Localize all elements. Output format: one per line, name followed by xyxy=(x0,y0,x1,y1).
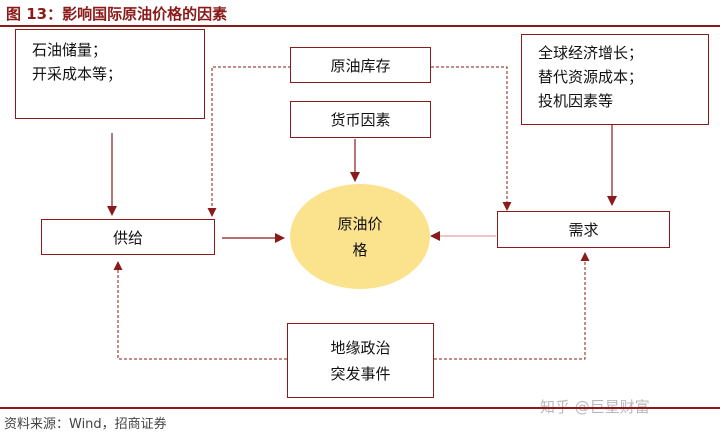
supply-factor-reserves: 石油储量； xyxy=(32,41,108,59)
currency-label: 货币因素 xyxy=(330,111,391,129)
currency-box: 货币因素 xyxy=(290,101,431,138)
demand-factors-box: 全球经济增长； 替代资源成本； 投机因素等 xyxy=(521,34,709,125)
demand-factor-substitute: 替代资源成本； xyxy=(538,68,644,86)
source-note: 资料来源：Wind，招商证券 xyxy=(4,417,167,432)
figure-title: 图 13：影响国际原油价格的因素 xyxy=(6,5,228,23)
inventory-label: 原油库存 xyxy=(330,56,391,75)
arrow-inventory-to-demand xyxy=(431,66,512,211)
supply-box: 供给 xyxy=(41,219,215,255)
bottom-divider xyxy=(0,407,720,409)
oil-price-node: 原油价 格 xyxy=(290,184,430,289)
supply-factors-box: 石油储量； 开采成本等； xyxy=(15,29,205,119)
arrow-geopolitics-to-demand xyxy=(434,252,590,360)
demand-label: 需求 xyxy=(568,221,599,239)
price-label-line2: 格 xyxy=(352,240,368,259)
demand-factor-growth: 全球经济增长； xyxy=(538,44,644,62)
arrow-inventory-to-supply xyxy=(207,66,291,217)
geopolitics-label-line2: 突发事件 xyxy=(330,364,391,383)
price-label-line1: 原油价 xyxy=(337,214,383,233)
geopolitics-box: 地缘政治 突发事件 xyxy=(287,323,434,398)
supply-factor-cost: 开采成本等； xyxy=(32,65,123,83)
inventory-box: 原油库存 xyxy=(290,47,431,83)
geopolitics-label-line1: 地缘政治 xyxy=(330,338,391,357)
demand-factor-speculation: 投机因素等 xyxy=(538,92,614,110)
supply-label: 供给 xyxy=(112,228,143,247)
title-divider xyxy=(0,25,720,27)
arrow-geopolitics-to-supply xyxy=(113,261,287,360)
demand-box: 需求 xyxy=(497,211,670,248)
